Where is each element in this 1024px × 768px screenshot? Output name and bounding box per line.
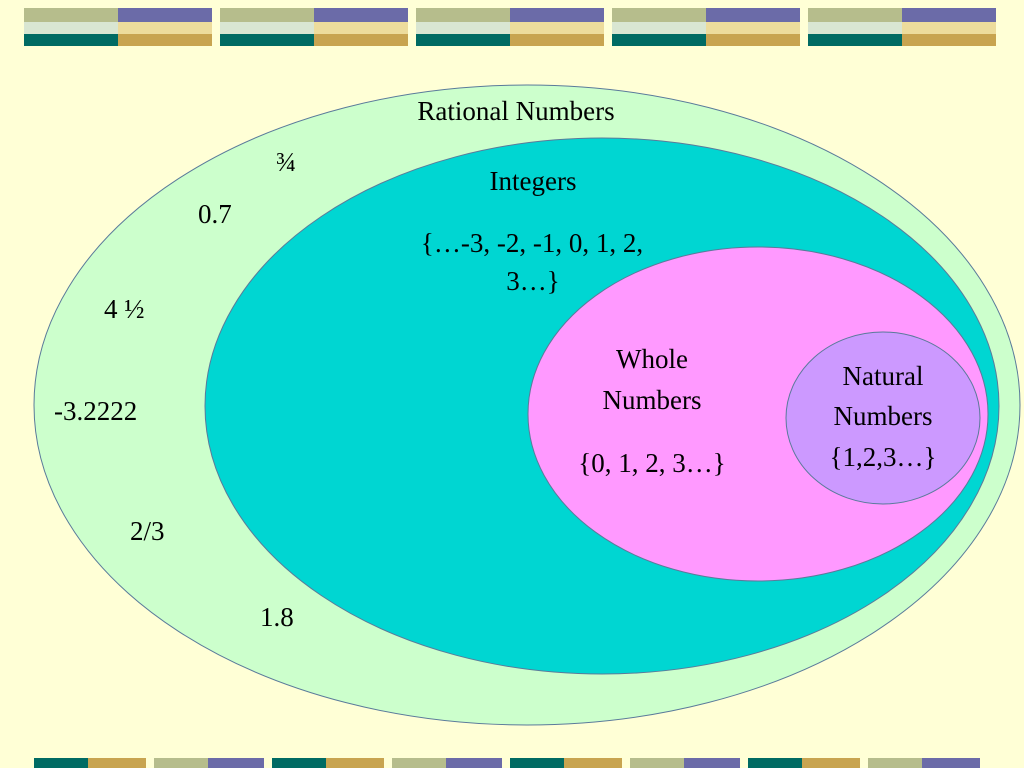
band-tile — [612, 8, 800, 46]
natural-numbers-set — [785, 331, 981, 505]
band-tile — [220, 8, 408, 46]
rational-example: -3.2222 — [54, 396, 138, 426]
natural-numbers-title-line2: Numbers — [833, 401, 933, 431]
natural-numbers-members: {1,2,3…} — [829, 442, 937, 472]
whole-numbers-title-line1: Whole — [616, 344, 688, 374]
rational-example: 4 ½ — [104, 294, 145, 324]
rational-example: 0.7 — [198, 199, 232, 229]
bottom-decorative-band — [0, 758, 1024, 768]
whole-numbers-title-line2: Numbers — [602, 385, 702, 415]
rational-example: ¾ — [276, 147, 297, 177]
natural-numbers-title-line1: Natural — [842, 361, 924, 391]
band-tile — [808, 8, 996, 46]
integers-members-line2: 3…} — [506, 266, 560, 296]
rational-numbers-title: Rational Numbers — [417, 96, 615, 126]
rational-example: 1.8 — [260, 602, 294, 632]
band-tile — [24, 8, 212, 46]
band-tile — [416, 8, 604, 46]
integers-members-line1: {…-3, -2, -1, 0, 1, 2, — [420, 228, 644, 258]
top-decorative-band — [0, 0, 1024, 50]
rational-example: 2/3 — [130, 516, 165, 546]
whole-numbers-members: {0, 1, 2, 3…} — [578, 448, 726, 478]
integers-title: Integers — [489, 166, 577, 196]
